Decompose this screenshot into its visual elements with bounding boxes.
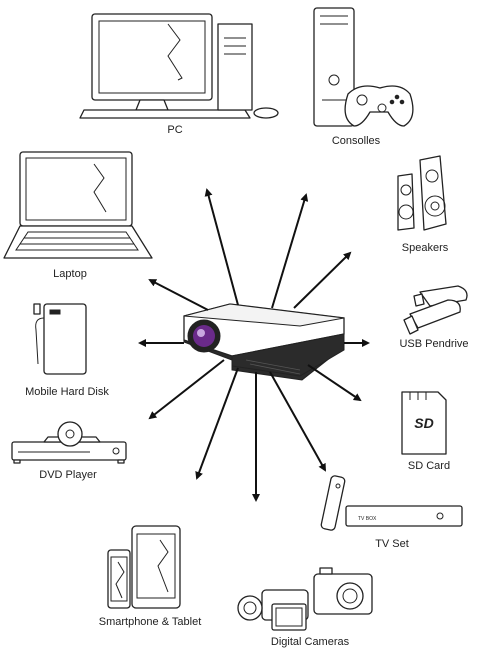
label-tv-set: TV Set <box>375 538 409 550</box>
smartphone-tablet-icon <box>107 525 181 609</box>
laptop-icon <box>3 151 153 259</box>
usb-pendrive-icon <box>403 285 468 335</box>
label-pc: PC <box>167 124 183 136</box>
sd-card-icon: SD <box>401 391 447 455</box>
arrow-phone <box>195 367 239 480</box>
label-laptop: Laptop <box>53 268 87 280</box>
label-smartphone-tablet: Smartphone & Tablet <box>98 616 202 628</box>
label-sd-card: SD Card <box>407 460 451 472</box>
arrows <box>138 188 370 502</box>
arrow-tv <box>269 371 326 472</box>
label-mobile-hard-disk: Mobile Hard Disk <box>25 386 109 398</box>
label-consoles: Consolles <box>331 135 381 147</box>
arrow-pc <box>204 188 239 306</box>
arrow-consoles <box>271 193 309 309</box>
arrow-sdcard <box>307 364 362 402</box>
tv-set-icon: TV BOX <box>320 475 463 531</box>
label-usb-pendrive: USB Pendrive <box>399 338 469 350</box>
tv-box-text: TV BOX <box>358 516 377 522</box>
digital-cameras-icon <box>237 567 373 631</box>
label-speakers: Speakers <box>401 242 449 254</box>
dvd-player-icon <box>11 421 127 464</box>
speakers-icon <box>397 155 447 231</box>
arrow-dvd <box>148 359 225 420</box>
arrow-speakers <box>293 251 352 309</box>
label-digital-cameras: Digital Cameras <box>270 636 350 648</box>
mobile-hard-disk-icon <box>33 303 87 375</box>
sd-logo-text: SD <box>414 415 433 431</box>
label-dvd-player: DVD Player <box>39 469 97 481</box>
arrow-laptop <box>148 279 209 311</box>
projector-icon <box>183 303 345 381</box>
game-console-icon <box>313 7 414 127</box>
pc-icon <box>79 13 279 119</box>
